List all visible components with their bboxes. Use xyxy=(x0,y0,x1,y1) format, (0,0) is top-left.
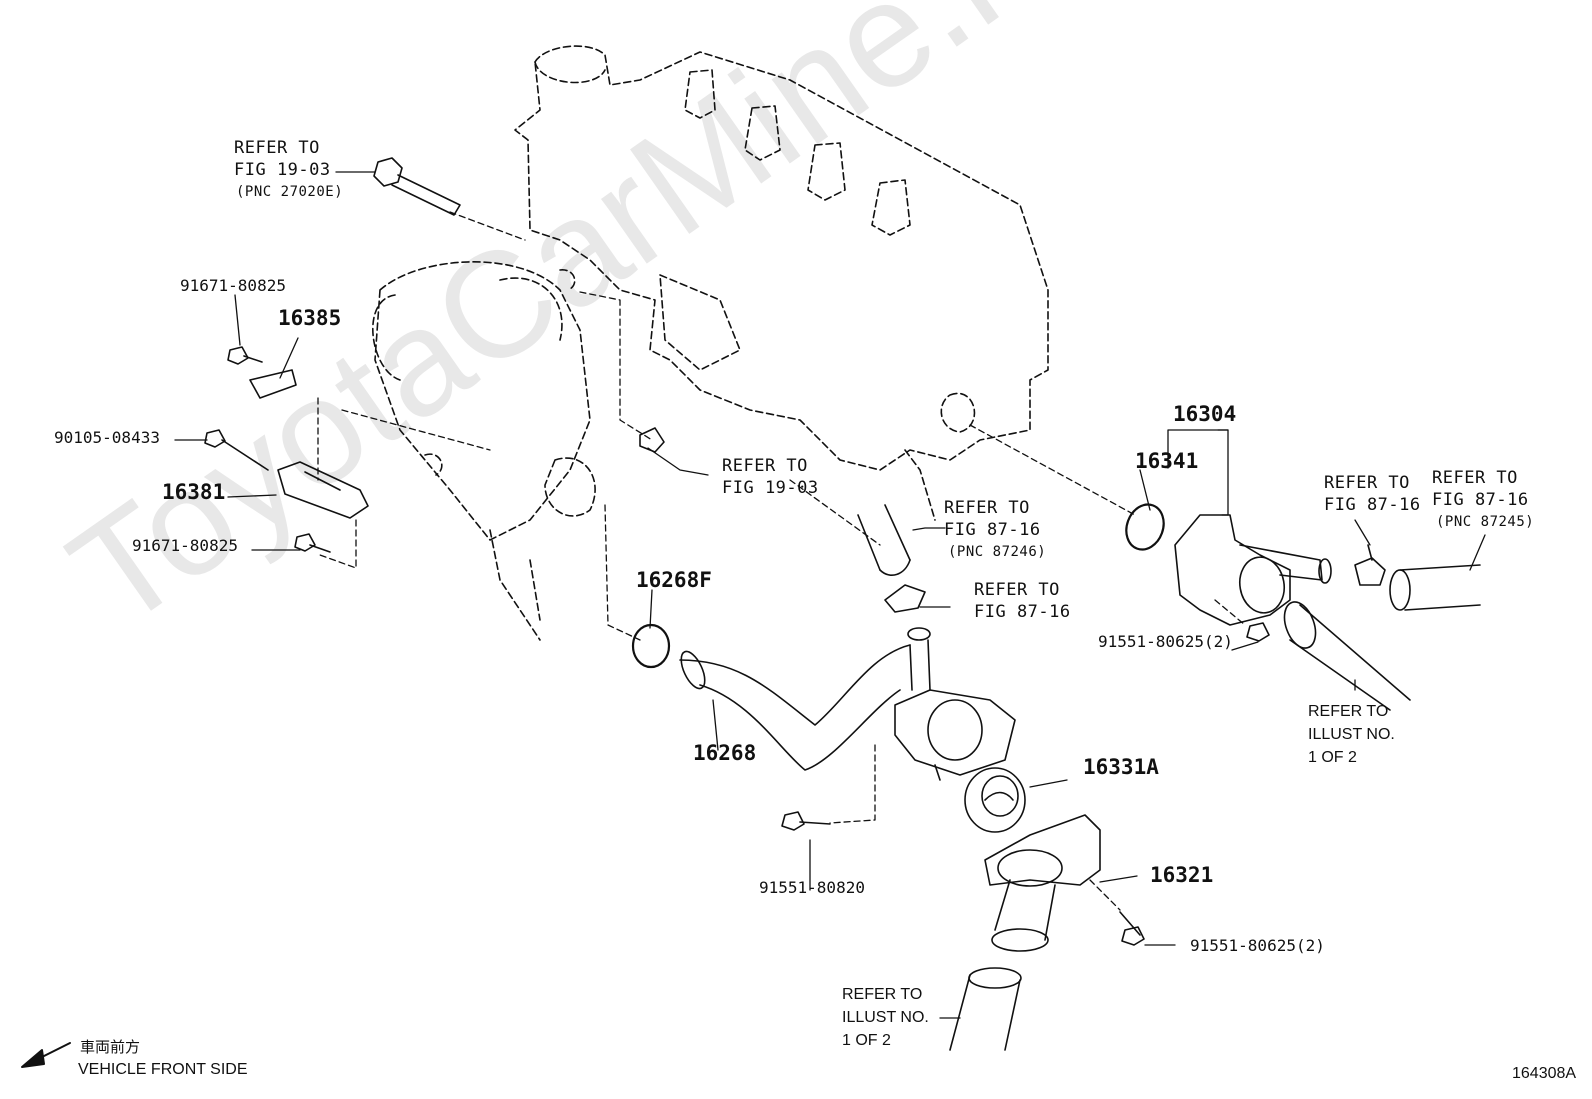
part-91671-80825-top: 91671-80825 xyxy=(180,276,286,295)
ref-5-line1: REFER TO xyxy=(1324,473,1410,493)
middle-hose xyxy=(857,504,911,576)
part-16304: 16304 xyxy=(1173,402,1237,426)
part-16381: 16381 xyxy=(162,480,226,504)
direction-jp: 車両前方 xyxy=(80,1039,141,1056)
ref-2-line1: REFER TO xyxy=(722,456,808,476)
thermostat xyxy=(964,767,1026,833)
ref-5-line2: FIG 87-16 xyxy=(1324,495,1421,515)
ref-6-line2: FIG 87-16 xyxy=(1432,490,1529,510)
part-16331A: 16331A xyxy=(1083,755,1159,779)
brackets xyxy=(249,369,369,519)
direction-en: VEHICLE FRONT SIDE xyxy=(78,1061,248,1078)
ref-8-line3: 1 OF 2 xyxy=(842,1032,891,1049)
callout-lines xyxy=(174,171,1486,1019)
part-91671-80825-bottom: 91671-80825 xyxy=(132,536,238,555)
part-16385: 16385 xyxy=(278,306,342,330)
engine-block xyxy=(372,45,1049,641)
leader-lines xyxy=(317,211,1246,911)
arrow-left-down-icon xyxy=(21,1042,71,1068)
ref-3-line1: REFER TO xyxy=(944,498,1030,518)
ref-8-line1: REFER TO xyxy=(842,986,923,1003)
part-91551-80625-upper: 91551-80625(2) xyxy=(1098,632,1233,651)
part-91551-80820: 91551-80820 xyxy=(759,878,865,897)
lower-hose xyxy=(949,967,1022,1051)
small-bolts xyxy=(204,346,1270,946)
figure-id: 164308A xyxy=(1512,1065,1577,1082)
ref-4-line1: REFER TO xyxy=(974,580,1060,600)
clamp-tab xyxy=(1367,544,1373,561)
part-91551-80625-lower: 91551-80625(2) xyxy=(1190,936,1325,955)
water-inlet xyxy=(984,814,1101,952)
ref-6-line1: REFER TO xyxy=(1432,468,1518,488)
water-pipe xyxy=(679,627,931,771)
ref-1-line1: REFER TO xyxy=(234,138,320,158)
ref-7-line2: ILLUST NO. xyxy=(1308,726,1395,743)
part-16341: 16341 xyxy=(1135,449,1199,473)
right-hoses xyxy=(1283,564,1481,711)
clip xyxy=(639,427,665,453)
ref-8-line2: ILLUST NO. xyxy=(842,1009,929,1026)
ref-7-line1: REFER TO xyxy=(1308,703,1389,720)
long-bolt xyxy=(373,157,461,216)
clamp-right xyxy=(1354,557,1386,586)
o-rings xyxy=(631,503,1165,669)
part-90105-08433: 90105-08433 xyxy=(54,428,160,447)
ref-2-line2: FIG 19-03 xyxy=(722,478,819,498)
ref-1-pnc: (PNC 27020E) xyxy=(236,184,344,200)
part-16268F: 16268F xyxy=(636,568,712,592)
ref-3-line2: FIG 87-16 xyxy=(944,520,1041,540)
part-16268: 16268 xyxy=(693,741,757,765)
ref-1-line2: FIG 19-03 xyxy=(234,160,331,180)
ref-4-line2: FIG 87-16 xyxy=(974,602,1071,622)
inlet-flange xyxy=(894,689,1016,781)
hose-clamp xyxy=(884,584,926,613)
part-16321: 16321 xyxy=(1150,863,1214,887)
ref-3-pnc: (PNC 87246) xyxy=(948,544,1047,560)
ref-7-line3: 1 OF 2 xyxy=(1308,749,1357,766)
water-outlet xyxy=(1174,514,1332,626)
ref-6-pnc: (PNC 87245) xyxy=(1436,514,1535,530)
